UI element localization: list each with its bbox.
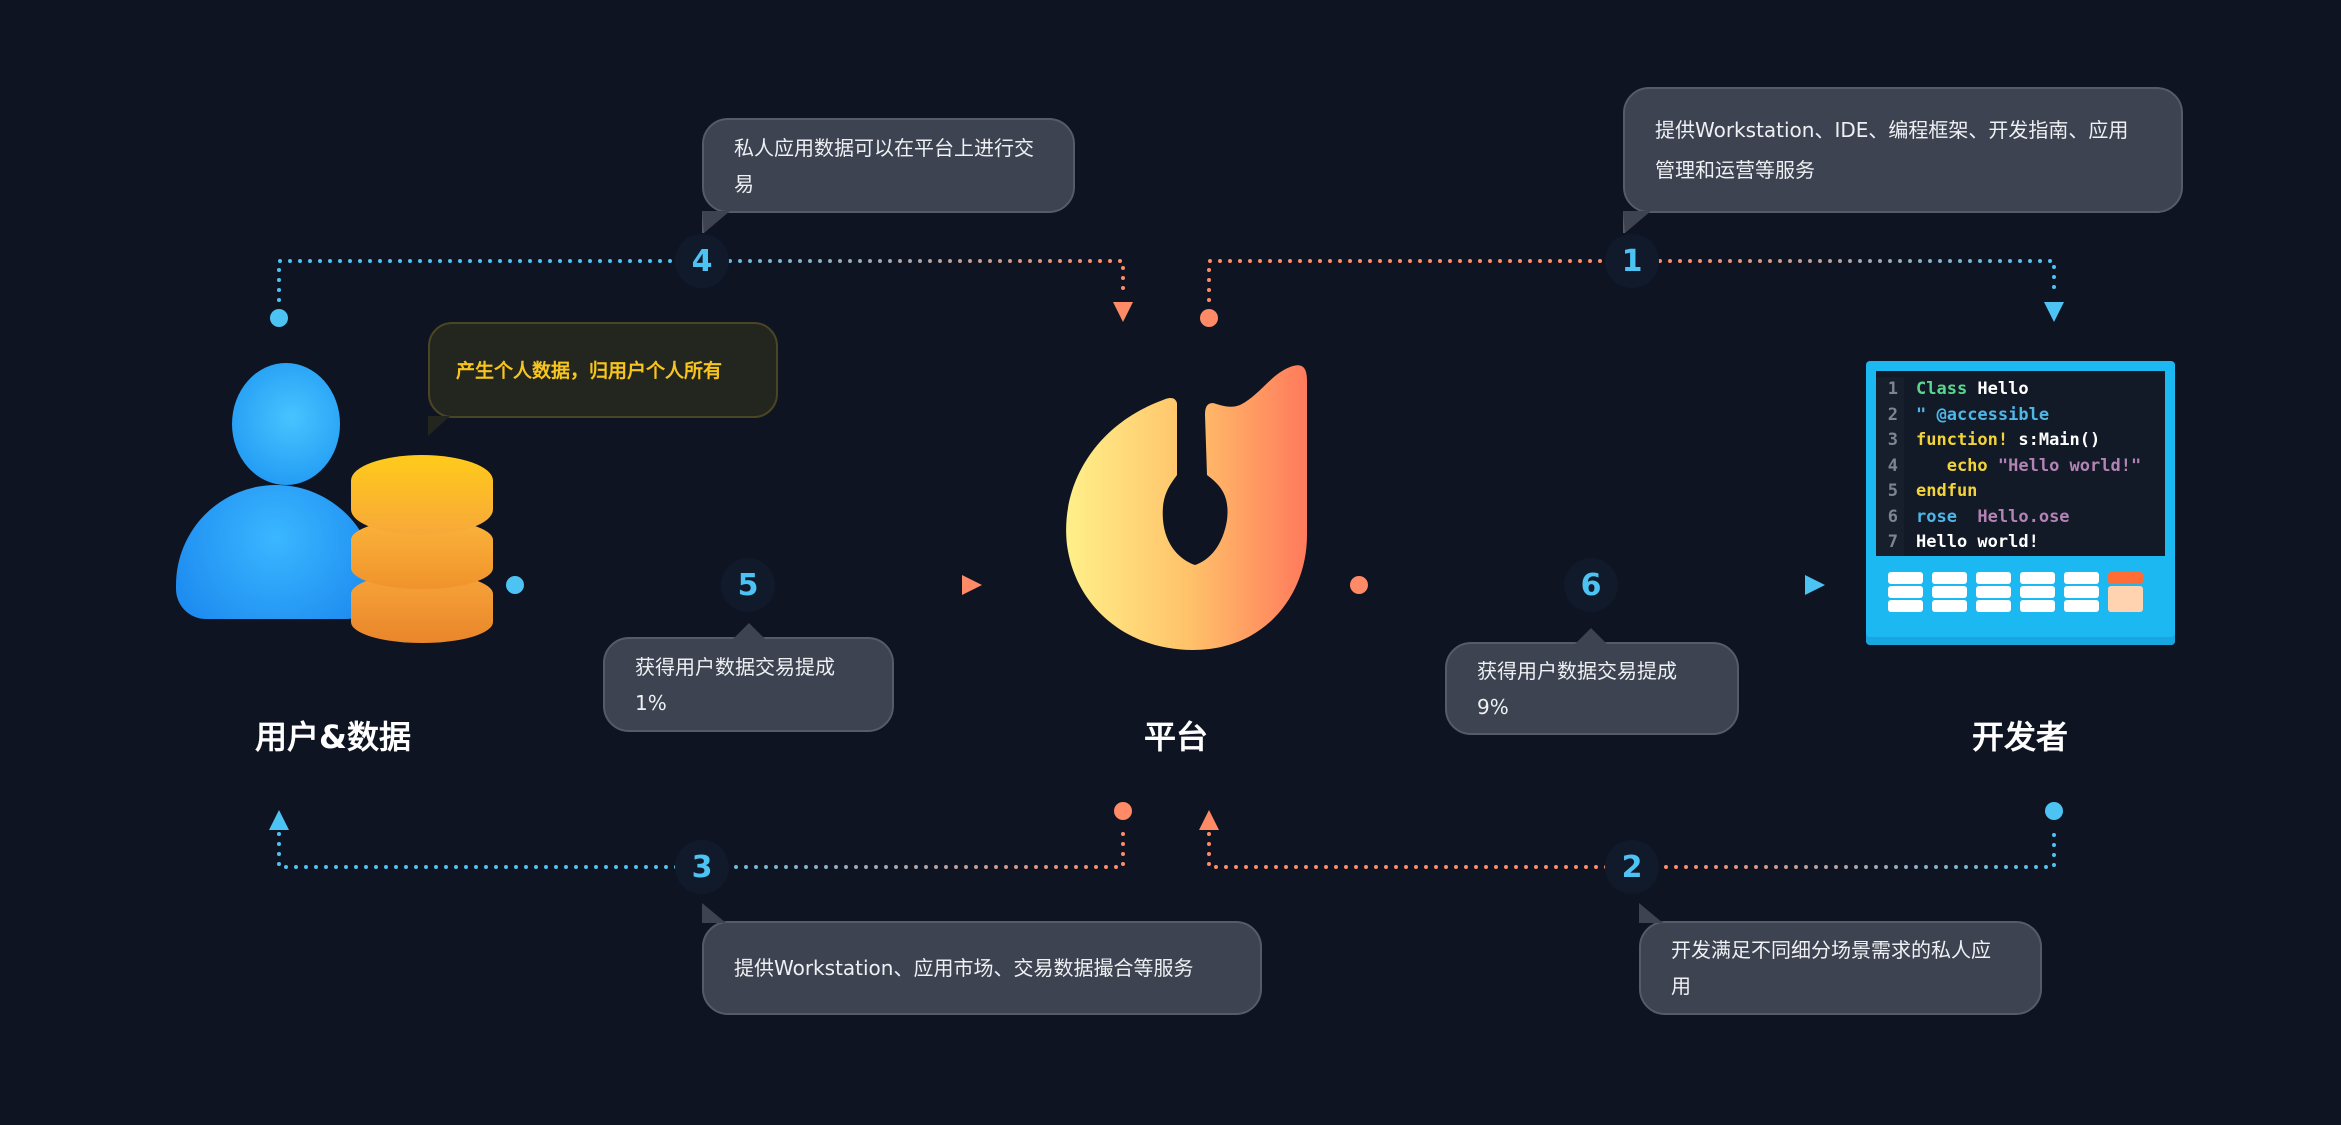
user-data-note-text: 产生个人数据，归用户个人所有 — [456, 360, 723, 382]
code-token: Hello — [1977, 379, 2029, 399]
code-line: Hello world! — [1916, 530, 2141, 556]
arrow-right-icon — [962, 575, 982, 595]
line-number: 3 — [1887, 430, 1898, 450]
step-4-bubble: 私人应用数据可以在平台上进行交易 — [702, 118, 1075, 233]
step-number-3: 3 — [675, 840, 729, 894]
code-token: @accessible — [1936, 404, 2050, 425]
node-label-developer: 开发者 — [1971, 718, 2069, 756]
code-line: " @accessible — [1916, 403, 2141, 429]
node-label-platform: 平台 — [1143, 718, 1209, 756]
start-dot-4 — [270, 309, 288, 327]
code-line: function! s:Main() — [1916, 428, 2141, 454]
arrow-right-icon — [1805, 575, 1825, 595]
step-number-6: 6 — [1564, 558, 1618, 612]
code-token: Hello world! — [1916, 532, 2039, 552]
line-number: 5 — [1887, 481, 1898, 501]
code-line: endfun — [1916, 479, 2141, 505]
code-line: echo "Hello world!" — [1916, 454, 2141, 480]
code-token: endfun — [1916, 481, 1978, 501]
step-6-bubble: 获得用户数据交易提成9% — [1445, 628, 1739, 735]
code-token: " — [1916, 404, 1937, 425]
code-token: s:Main() — [2018, 430, 2101, 450]
arrow-up-icon — [269, 810, 289, 830]
line-number: 6 — [1887, 506, 1898, 527]
code-line: rose Hello.ose — [1916, 505, 2141, 531]
step-number-2: 2 — [1605, 840, 1659, 894]
code-token: echo — [1916, 455, 1998, 476]
arrow-down-icon — [2044, 302, 2064, 322]
step-4-text: 私人应用数据可以在平台上进行交易 — [734, 135, 1034, 196]
line-number: 7 — [1887, 532, 1898, 552]
step-number-4: 4 — [675, 234, 729, 288]
line-number: 1 — [1887, 379, 1898, 399]
start-dot-2 — [2045, 802, 2063, 820]
code-token: function! — [1916, 430, 2019, 450]
platform-logo-icon — [1066, 365, 1307, 650]
database-icon — [351, 455, 493, 645]
step-2-bubble: 开发满足不同细分场景需求的私人应用 — [1639, 903, 2042, 1015]
line-number: 2 — [1887, 404, 1898, 425]
step-3-bubble: 提供Workstation、应用市场、交易数据撮合等服务 — [702, 903, 1262, 1015]
line-number: 4 — [1887, 455, 1898, 476]
step-5-text: 获得用户数据交易提成1% — [635, 654, 835, 715]
step-6-text: 获得用户数据交易提成9% — [1477, 658, 1677, 719]
start-dot-1 — [1200, 309, 1218, 327]
user-icon — [176, 363, 376, 619]
step-1-text: 提供Workstation、IDE、编程框架、开发指南、应用管理和运营等服务 — [1655, 118, 2129, 182]
start-dot-3 — [1114, 802, 1132, 820]
arrow-down-icon — [1113, 302, 1133, 322]
step-number-1: 1 — [1605, 234, 1659, 288]
start-dot-5 — [506, 576, 524, 594]
keyboard-icon — [1876, 556, 2165, 612]
code-token: "Hello world!" — [1997, 455, 2142, 476]
step-3-text: 提供Workstation、应用市场、交易数据撮合等服务 — [734, 956, 1194, 980]
step-1-bubble: 提供Workstation、IDE、编程框架、开发指南、应用管理和运营等服务 — [1623, 87, 2183, 233]
step-number-5: 5 — [721, 558, 775, 612]
code-line: Class Hello — [1916, 377, 2141, 403]
arrow-up-icon — [1199, 810, 1219, 830]
user-data-note: 产生个人数据，归用户个人所有 — [428, 322, 778, 436]
code-token: Class — [1916, 379, 1978, 399]
code-token: rose — [1916, 506, 1978, 527]
line-numbers: 1 2 3 4 5 6 7 — [1876, 377, 1904, 556]
step-2-text: 开发满足不同细分场景需求的私人应用 — [1671, 938, 1991, 998]
node-label-user: 用户&数据 — [255, 718, 411, 756]
start-dot-6 — [1350, 576, 1368, 594]
code-token: Hello.ose — [1977, 506, 2070, 527]
step-5-bubble: .b5::before{left:129px}获得用户数据交易提成1% — [603, 623, 894, 732]
